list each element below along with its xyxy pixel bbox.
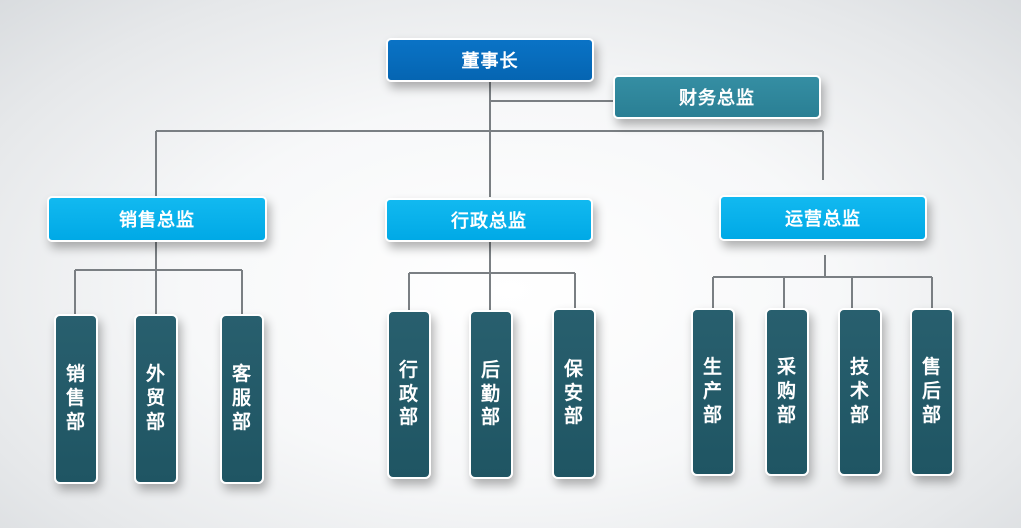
- node-admin-director-label: 行政总监: [451, 211, 527, 232]
- node-dept-technology-label: 技术部: [850, 356, 871, 426]
- node-operations-director: 运营总监: [719, 195, 927, 241]
- node-dept-after-sales: 售后部: [910, 308, 954, 476]
- node-dept-security: 保安部: [552, 308, 596, 479]
- node-dept-sales-label: 销售部: [66, 363, 87, 433]
- node-cfo: 财务总监: [613, 75, 821, 119]
- node-sales-director-label: 销售总监: [119, 210, 195, 231]
- node-dept-security-label: 保安部: [564, 357, 585, 428]
- node-dept-technology: 技术部: [838, 308, 882, 476]
- node-chairman: 董事长: [386, 38, 594, 82]
- node-dept-foreign-trade: 外贸部: [134, 314, 178, 484]
- node-dept-administration-label: 行政部: [399, 358, 420, 429]
- node-dept-sales: 销售部: [54, 314, 98, 484]
- node-dept-customer-service-label: 客服部: [232, 363, 253, 433]
- node-operations-director-label: 运营总监: [785, 209, 861, 230]
- node-dept-production: 生产部: [691, 308, 735, 476]
- node-dept-procurement: 采购部: [765, 308, 809, 476]
- node-dept-logistics-label: 后勤部: [481, 358, 502, 429]
- node-dept-foreign-trade-label: 外贸部: [146, 363, 167, 433]
- node-dept-after-sales-label: 售后部: [922, 356, 943, 426]
- node-dept-production-label: 生产部: [703, 356, 724, 426]
- node-dept-customer-service: 客服部: [220, 314, 264, 484]
- node-cfo-label: 财务总监: [679, 88, 755, 109]
- node-admin-director: 行政总监: [385, 198, 593, 242]
- node-dept-administration: 行政部: [387, 310, 431, 479]
- node-chairman-label: 董事长: [461, 51, 519, 72]
- node-sales-director: 销售总监: [47, 196, 267, 242]
- node-dept-logistics: 后勤部: [469, 310, 513, 479]
- node-dept-procurement-label: 采购部: [777, 356, 798, 426]
